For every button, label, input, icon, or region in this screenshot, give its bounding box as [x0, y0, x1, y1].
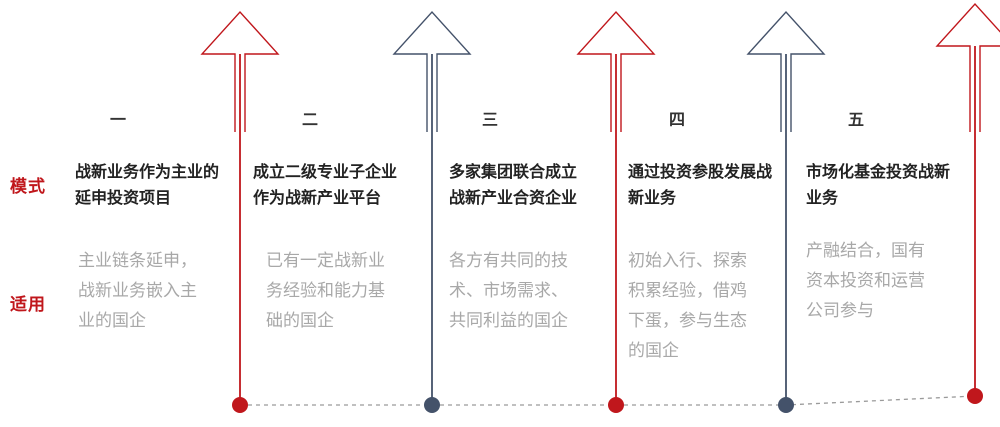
column-mode-5: 市场化基金投资战新业务	[806, 159, 950, 211]
scope-line: 积累经验，借鸡	[628, 281, 747, 301]
column-scope-3: 各方有共同的技术、市场需求、共同利益的国企	[449, 246, 568, 336]
scope-line: 资本投资和运营	[806, 271, 925, 291]
timeline-node-4	[778, 397, 794, 413]
mode-line: 通过投资参股发展战	[628, 162, 773, 181]
scope-line: 公司参与	[806, 301, 874, 321]
mode-line: 市场化基金投资战新	[806, 162, 951, 181]
column-mode-4: 通过投资参股发展战新业务	[628, 159, 772, 211]
scope-line: 术、市场需求、	[449, 281, 568, 301]
column-mode-2: 成立二级专业子企业作为战新产业平台	[253, 159, 397, 211]
scope-line: 共同利益的国企	[449, 311, 568, 331]
timeline-node-5	[967, 388, 983, 404]
column-number-3: 三	[481, 110, 498, 129]
scope-line: 各方有共同的技	[449, 251, 568, 271]
column-number-2: 二	[301, 110, 318, 129]
mode-line: 新业务	[628, 188, 677, 207]
mode-line: 作为战新产业平台	[253, 188, 382, 207]
scope-line: 务经验和能力基	[266, 281, 385, 301]
mode-line: 战新业务作为主业的	[75, 162, 220, 181]
timeline-connector	[240, 395, 976, 406]
scope-line: 下蛋，参与生态	[628, 311, 747, 331]
column-scope-4: 初始入行、探索积累经验，借鸡下蛋，参与生态的国企	[628, 246, 747, 366]
scope-line: 初始入行、探索	[628, 251, 747, 271]
arrow-head-3	[576, 10, 656, 132]
mode-line: 战新产业合资企业	[449, 188, 578, 207]
column-number-4: 四	[668, 110, 685, 129]
mode-line: 业务	[806, 188, 839, 207]
arrow-head-1	[200, 10, 280, 132]
row-label-mode: 模式	[10, 177, 46, 197]
scope-line: 已有一定战新业	[266, 251, 385, 271]
scope-line: 主业链条延申，	[78, 251, 197, 271]
mode-line: 延申投资项目	[75, 188, 172, 207]
arrow-head-4	[746, 10, 826, 132]
column-number-1: 一	[109, 110, 126, 129]
mode-line: 成立二级专业子企业	[253, 162, 398, 181]
column-mode-3: 多家集团联合成立战新产业合资企业	[449, 159, 577, 211]
mode-line: 多家集团联合成立	[449, 162, 578, 181]
column-mode-1: 战新业务作为主业的延申投资项目	[75, 159, 219, 211]
column-number-5: 五	[847, 110, 864, 129]
scope-line: 的国企	[628, 341, 679, 361]
scope-line: 战新业务嵌入主	[78, 281, 197, 301]
timeline-node-3	[608, 397, 624, 413]
column-scope-2: 已有一定战新业务经验和能力基础的国企	[266, 246, 385, 336]
timeline-node-2	[424, 397, 440, 413]
timeline-node-1	[232, 397, 248, 413]
column-scope-5: 产融结合，国有资本投资和运营公司参与	[806, 236, 925, 326]
scope-line: 础的国企	[266, 311, 334, 331]
scope-line: 业的国企	[78, 311, 146, 331]
arrow-head-5	[935, 2, 1000, 132]
row-label-scope: 适用	[10, 295, 46, 315]
scope-line: 产融结合，国有	[806, 241, 925, 261]
arrow-head-2	[392, 10, 472, 132]
column-scope-1: 主业链条延申， 战新业务嵌入主业的国企	[78, 246, 197, 336]
